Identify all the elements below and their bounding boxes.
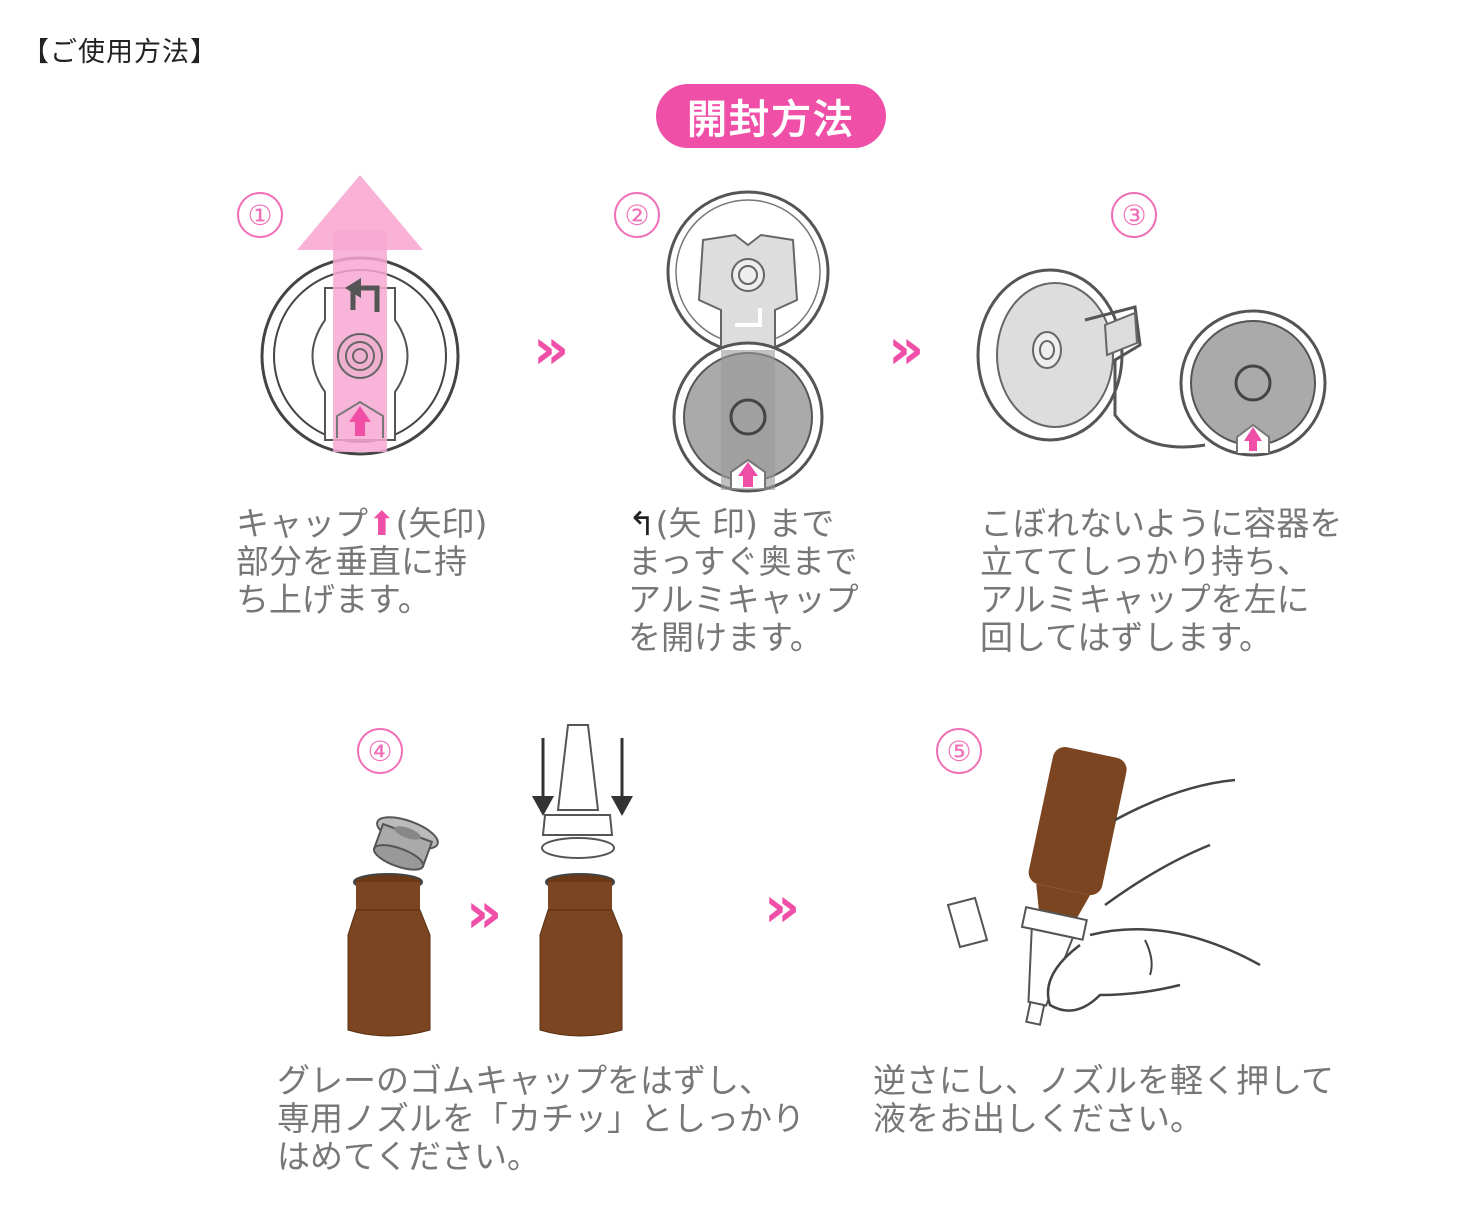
step-number-4: ④	[357, 728, 403, 774]
chevron-icon: »	[888, 317, 924, 382]
step-2-description: ↰(矢 印) まで まっすぐ奥まで アルミキャップ を開けます。	[628, 505, 859, 657]
cap-lift-illustration	[260, 175, 460, 456]
cap-remove-illustration	[976, 268, 1327, 457]
step-number-3: ③	[1111, 192, 1157, 238]
step-1-text-b: (矢印) 部分を垂直に持 ち上げます。	[236, 504, 488, 619]
step-1-description: キャップ⬆(矢印) 部分を垂直に持 ち上げます。	[236, 505, 487, 619]
step-5-description: 逆さにし、ノズルを軽く押して 液をお出しください。	[873, 1061, 1335, 1138]
step-3-description: こぼれないように容器を 立ててしっかり持ち、 アルミキャップを左に 回してはずし…	[980, 504, 1343, 657]
step-number-1: ①	[237, 192, 283, 238]
step-number-5: ⑤	[936, 728, 982, 774]
step-number-2: ②	[614, 192, 660, 238]
step-4-description: グレーのゴムキャップをはずし、 専用ノズルを「カチッ」としっかり はめてください…	[277, 1061, 805, 1176]
chevron-icon: »	[533, 317, 569, 382]
step-1-text-a: キャップ	[236, 504, 368, 543]
turn-arrow-icon: ↰	[628, 504, 656, 543]
up-arrow-icon: ⬆	[368, 504, 396, 543]
step-2-text: (矢 印) まで まっすぐ奥まで アルミキャップ を開けます。	[628, 504, 859, 657]
nozzle-attach-illustration	[347, 724, 633, 1037]
title-pill: 開封方法	[656, 84, 886, 148]
cap-open-illustration	[666, 190, 830, 493]
dispense-illustration	[946, 747, 1261, 1026]
chevron-icon: »	[764, 875, 800, 940]
page-heading: 【ご使用方法】	[22, 37, 218, 68]
